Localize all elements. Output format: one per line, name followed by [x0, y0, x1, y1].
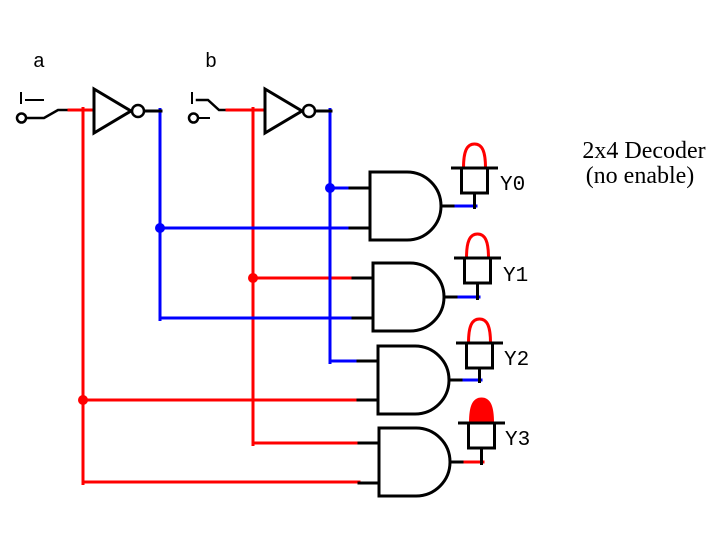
output-label-y0: Y0	[500, 174, 525, 197]
switch-a[interactable]	[15, 92, 72, 124]
led-y0-dome	[461, 142, 488, 170]
inverter-b	[263, 86, 333, 136]
junction-dot-nota-y0	[155, 223, 165, 233]
led-y2-dome	[466, 317, 493, 345]
and-gate-y1-body	[371, 261, 446, 333]
and-gate-y2-body	[376, 344, 451, 416]
inverter-b-body	[263, 86, 305, 136]
diagram-title-line1: 2x4 Decoder	[582, 138, 705, 164]
junction-dot-b-y1	[248, 273, 258, 283]
and-gate-y2	[356, 344, 463, 416]
junction-dot-a-y2	[78, 395, 88, 405]
and-gate-y1	[351, 261, 458, 333]
and-gate-y0-body	[368, 170, 443, 242]
junction-dot-notb-y0	[325, 183, 335, 193]
switch-b-pole[interactable]	[187, 112, 200, 124]
led-y2-body	[465, 341, 494, 370]
led-y1-body	[463, 256, 492, 285]
led-y0-body	[460, 166, 489, 195]
and-gate-y0	[348, 170, 455, 242]
inverter-a-bubble	[130, 103, 146, 119]
led-y0	[451, 142, 498, 209]
switch-a-lever[interactable]	[25, 108, 72, 120]
switch-b[interactable]	[187, 92, 230, 124]
diagram-title-line2: (no enable)	[586, 163, 695, 189]
led-y1	[454, 232, 501, 300]
inverter-b-bubble	[301, 103, 317, 119]
output-label-y1: Y1	[503, 265, 528, 288]
led-y3	[458, 397, 505, 465]
and-gate-y3	[357, 426, 464, 498]
led-y3-body	[467, 421, 496, 450]
switch-b-lever[interactable]	[195, 98, 230, 112]
inverter-a-body	[92, 86, 134, 136]
output-label-y3: Y3	[505, 429, 530, 452]
led-y1-dome	[464, 232, 491, 260]
input-label-b: b	[205, 51, 217, 74]
and-gate-y3-body	[377, 426, 452, 498]
led-y2	[456, 317, 503, 383]
switch-a-pole[interactable]	[15, 112, 28, 124]
output-label-y2: Y2	[504, 349, 529, 372]
led-y3-dome	[468, 397, 495, 425]
inverter-a	[92, 86, 163, 136]
input-label-a: a	[33, 51, 45, 74]
